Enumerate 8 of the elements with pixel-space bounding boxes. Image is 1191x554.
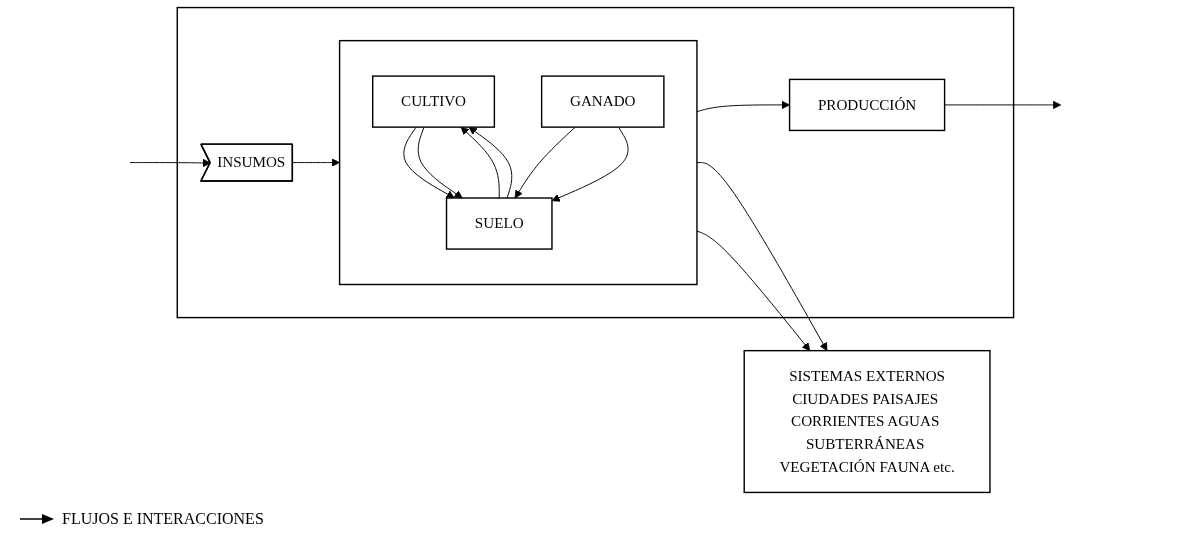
node-box: GANADO xyxy=(541,75,665,128)
node-box: CULTIVO xyxy=(372,75,496,128)
node-box: SISTEMAS EXTERNOS CIUDADES PAISAJES CORRIENTES AGUAS SUBTERRÁNEAS VEGETACIÓN FAUNA etc. xyxy=(743,349,991,494)
node-box: SUELO xyxy=(445,197,553,250)
cluster xyxy=(338,39,698,286)
legend-text: FLUJOS E INTERACCIONES xyxy=(62,510,264,528)
node-box: PRODUCCIÓN xyxy=(788,78,946,132)
cluster xyxy=(176,6,1015,319)
